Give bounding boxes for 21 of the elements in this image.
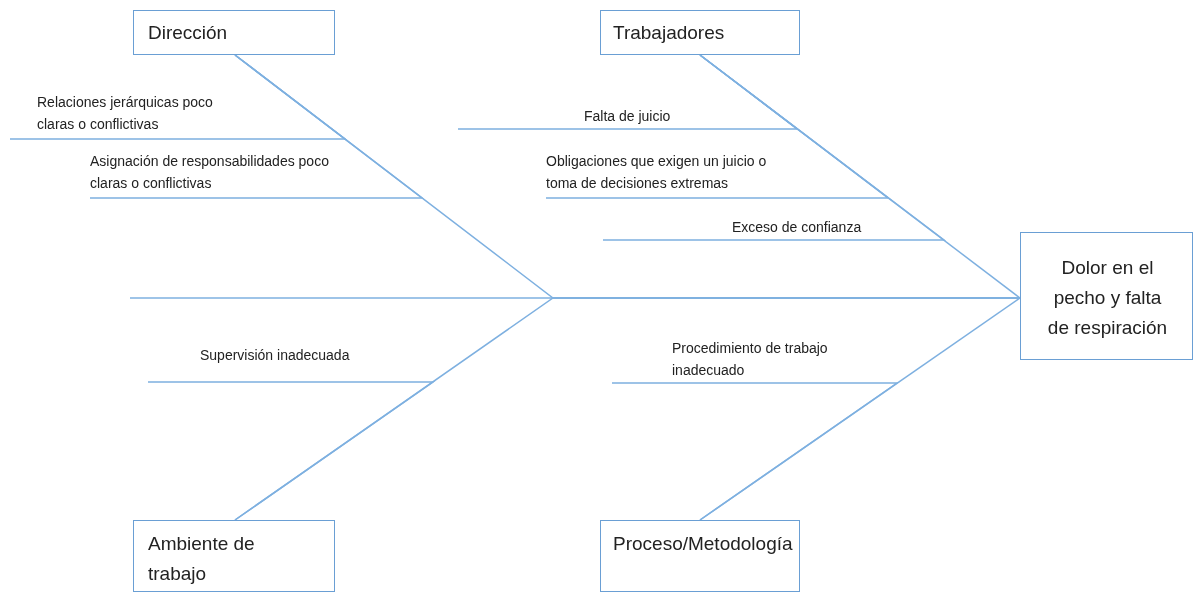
connector-line: [89, 54, 425, 199]
category-box: [600, 10, 800, 55]
category-label: Proceso/Metodología: [613, 532, 793, 556]
cause-label: Exceso de confianza: [603, 216, 912, 240]
cause-label: Falta de juicio: [458, 105, 744, 129]
category-label: Dirección: [148, 21, 229, 45]
cause-label: Obligaciones que exigen un juicio o toma de decisiones extremas: [536, 150, 778, 198]
category-label: Ambiente de trabajo: [148, 532, 256, 586]
connector-line: [602, 54, 947, 241]
category-box: [600, 520, 800, 592]
connector-line: [611, 382, 900, 521]
effect-text: Dolor en el pecho y falta de respiración: [1046, 256, 1169, 340]
category-box: [133, 520, 335, 592]
category-box: [133, 10, 335, 55]
cause-label: Supervisión inadecuada: [148, 344, 400, 382]
effect-box: [1020, 232, 1193, 360]
category-label: Trabajadores: [613, 21, 726, 45]
cause-label: Relaciones jerárquicas poco claras o conflictivas: [10, 91, 242, 139]
connector-line: [147, 381, 436, 521]
cause-label: Asignación de responsabilidades poco claras o conflictivas: [90, 150, 335, 198]
cause-label: Procedimiento de trabajo inadecuado: [612, 337, 872, 383]
